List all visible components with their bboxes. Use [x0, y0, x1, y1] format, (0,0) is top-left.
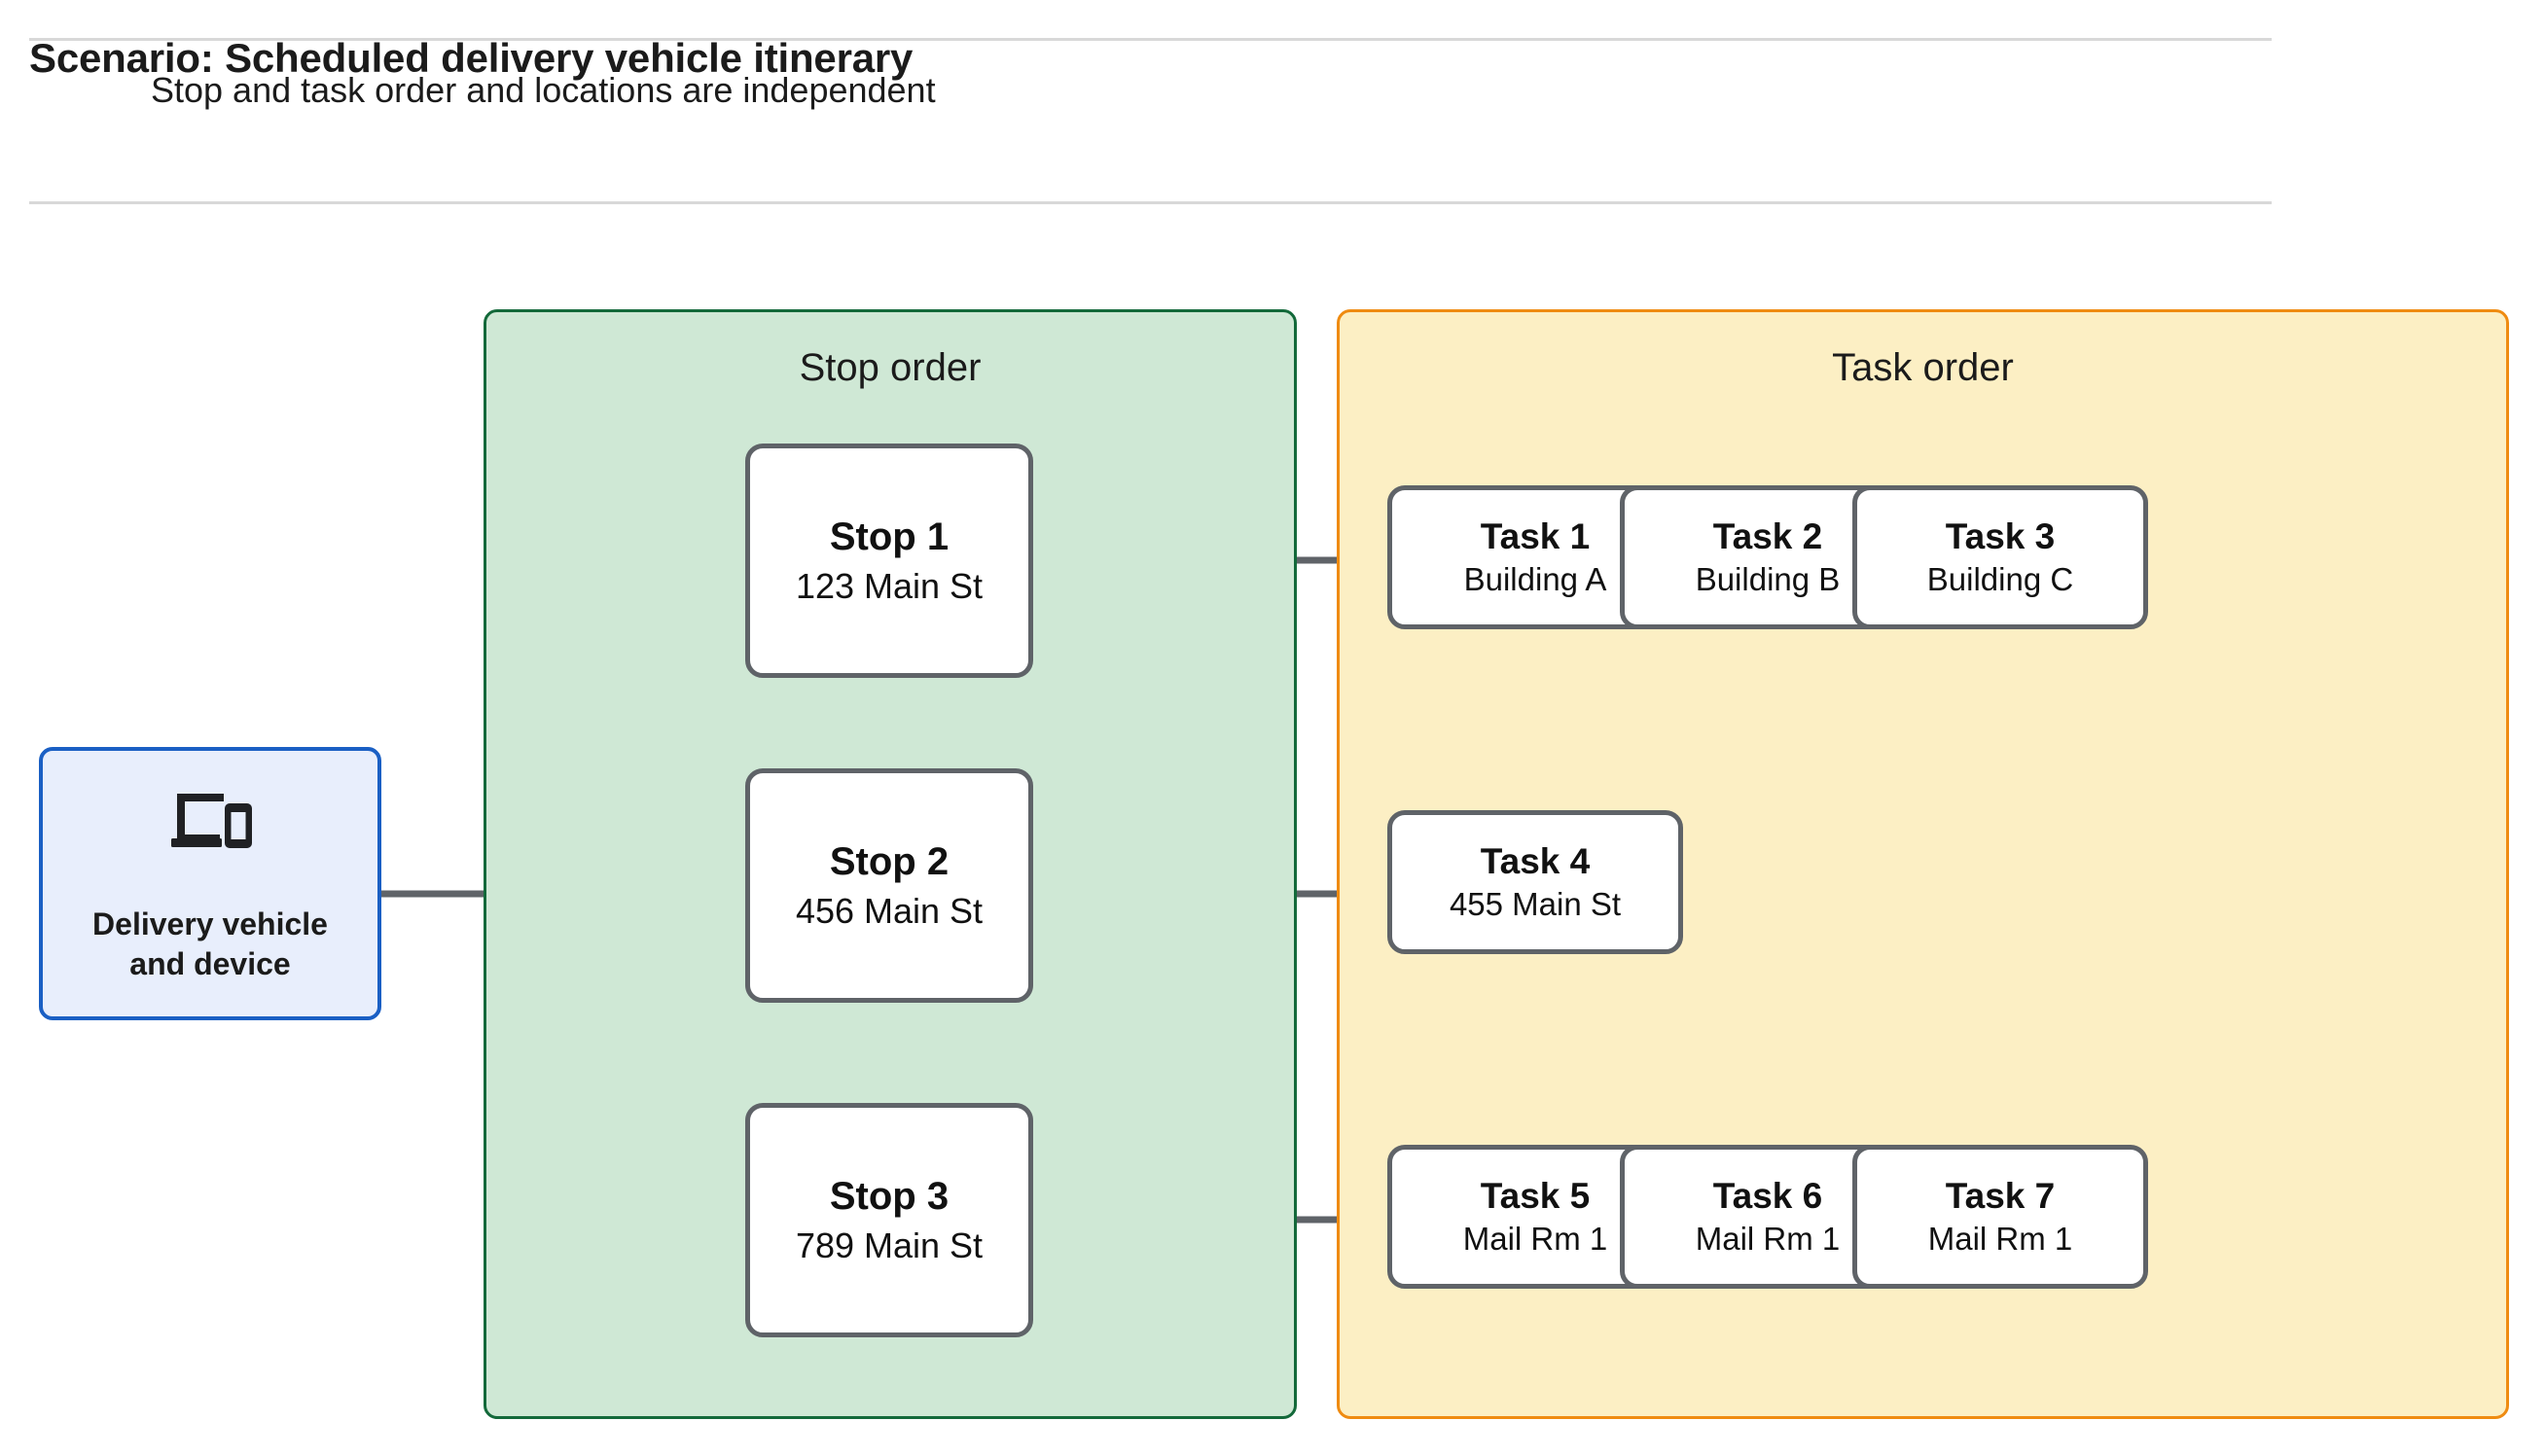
stop-card-3[interactable]: Stop 3 789 Main St [745, 1103, 1033, 1337]
task-card-3-title: Task 3 [1945, 515, 2056, 556]
task-card-4-location: 455 Main St [1449, 886, 1622, 923]
task-card-5-title: Task 5 [1480, 1175, 1591, 1216]
stop-card-1[interactable]: Stop 1 123 Main St [745, 444, 1033, 678]
stop-card-3-title: Stop 3 [829, 1174, 950, 1218]
task-card-7-title: Task 7 [1945, 1175, 2056, 1216]
task-card-4-title: Task 4 [1480, 840, 1591, 881]
task-card-1-title: Task 1 [1480, 515, 1591, 556]
delivery-vehicle-label-line2: and device [129, 945, 291, 981]
stop-card-1-title: Stop 1 [829, 515, 950, 558]
stop-order-title: Stop order [799, 346, 982, 389]
page-subtitle: Stop and task order and locations are in… [151, 70, 936, 110]
task-card-3[interactable]: Task 3 Building C [1852, 485, 2148, 629]
devices-icon [171, 793, 252, 848]
task-card-3-location: Building C [1926, 561, 2074, 598]
task-card-6-location: Mail Rm 1 [1695, 1221, 1841, 1258]
task-card-5-location: Mail Rm 1 [1462, 1221, 1608, 1258]
task-card-7-location: Mail Rm 1 [1927, 1221, 2073, 1258]
stop-card-2[interactable]: Stop 2 456 Main St [745, 768, 1033, 1003]
delivery-vehicle-node[interactable]: Delivery vehicle and device [39, 747, 381, 1020]
page-title: Scenario: Scheduled delivery vehicle iti… [29, 35, 914, 81]
task-order-title: Task order [1832, 346, 2014, 389]
delivery-vehicle-label: Delivery vehicle and device [92, 905, 328, 984]
stop-card-2-title: Stop 2 [829, 839, 950, 883]
task-card-6-title: Task 6 [1712, 1175, 1823, 1216]
task-card-4[interactable]: Task 4 455 Main St [1387, 810, 1683, 954]
task-card-2-location: Building B [1695, 561, 1841, 598]
task-card-1-location: Building A [1463, 561, 1607, 598]
header-divider-bottom [29, 201, 2272, 204]
stop-card-3-location: 789 Main St [795, 1225, 984, 1265]
task-card-7[interactable]: Task 7 Mail Rm 1 [1852, 1145, 2148, 1289]
task-card-2-title: Task 2 [1712, 515, 1823, 556]
delivery-vehicle-label-line1: Delivery vehicle [92, 906, 328, 941]
stop-card-1-location: 123 Main St [795, 565, 984, 606]
header-divider-top [29, 38, 2272, 41]
stop-card-2-location: 456 Main St [795, 890, 984, 931]
